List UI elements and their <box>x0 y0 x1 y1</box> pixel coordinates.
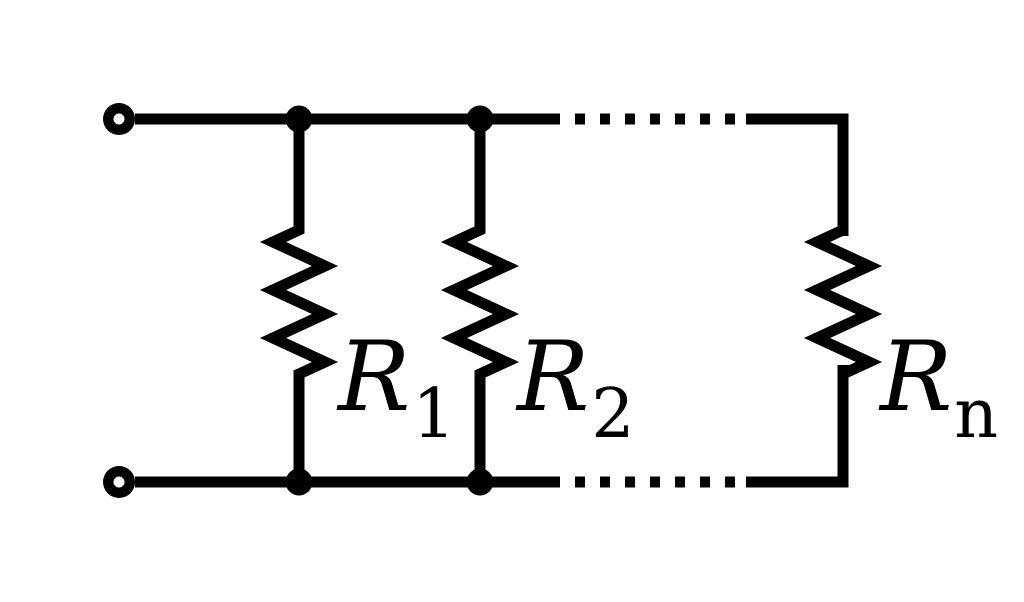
junction-dot-bottom-right <box>466 468 494 496</box>
resistor-label-r2: R2 <box>517 329 635 449</box>
resistor-label-rn: Rn <box>880 329 998 449</box>
junction-dot-top-right <box>466 105 494 133</box>
resistor-r1-subscript-text: 1 <box>412 375 456 454</box>
top-right-corner-wire <box>746 113 849 236</box>
terminal-top <box>103 103 135 135</box>
terminal-bottom-hole <box>113 476 125 488</box>
junction-dot-bottom-left <box>285 468 313 496</box>
terminal-bottom <box>103 466 135 498</box>
resistor-rn-subscript-text: n <box>954 375 999 454</box>
bottom-right-corner-wire <box>746 365 849 488</box>
resistor-r1-symbol-text: R <box>338 321 411 433</box>
terminal-top-hole <box>113 113 125 125</box>
resistor-r2-symbol <box>440 119 520 482</box>
resistor-r1-symbol <box>259 119 339 482</box>
resistor-rn-symbol-text: R <box>880 321 953 433</box>
resistor-r2-subscript-text: 2 <box>591 375 635 454</box>
junction-dot-top-left <box>285 105 313 133</box>
resistor-label-r1: R1 <box>338 329 456 449</box>
resistor-rn-symbol <box>803 225 883 379</box>
resistor-r2-symbol-text: R <box>517 321 590 433</box>
